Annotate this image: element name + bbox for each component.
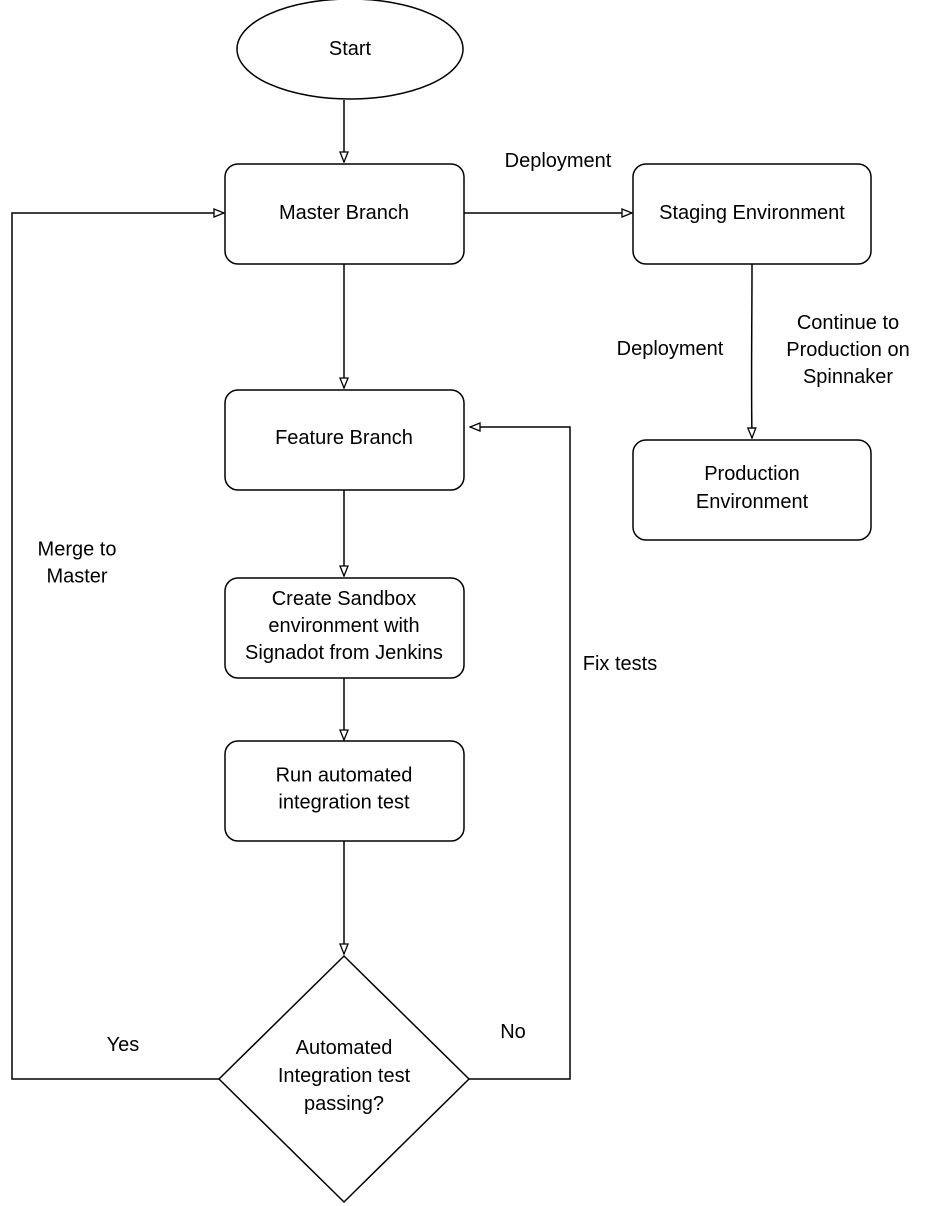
- create-sandbox-label-line: environment with: [268, 615, 419, 637]
- deployment-to-staging-label: Deployment: [505, 150, 612, 172]
- decision-label-line: Integration test: [278, 1065, 411, 1087]
- decision-label-line: Automated: [296, 1037, 393, 1059]
- run-tests-label-line: integration test: [278, 792, 410, 814]
- shapes: [217, 0, 872, 1204]
- continue-to-production-label-line: Production on: [786, 339, 909, 361]
- node-labels: Start Master Branch Staging Environment …: [245, 38, 845, 1115]
- continue-to-production-label: Continue to Production on Spinnaker: [786, 312, 909, 388]
- start-node: [236, 0, 464, 100]
- run-tests-label: Run automated integration test: [276, 765, 413, 814]
- master-branch-label-line: Master Branch: [279, 202, 409, 224]
- merge-to-master-label-line: Master: [46, 566, 107, 588]
- no-label-line: No: [500, 1021, 526, 1043]
- start-label-line: Start: [329, 38, 372, 60]
- deployment-to-staging-label-line: Deployment: [505, 150, 612, 172]
- continue-to-production-label-line: Spinnaker: [803, 366, 893, 388]
- production-environment-label-line: Environment: [696, 491, 809, 513]
- fix-tests-label: Fix tests: [583, 653, 657, 675]
- deployment-from-master-label-line: Deployment: [617, 338, 724, 360]
- create-sandbox-label-line: Signadot from Jenkins: [245, 642, 443, 664]
- edge-yes-merge-to-master: [11, 213, 224, 1080]
- deployment-from-master-label: Deployment: [617, 338, 724, 360]
- production-environment-node: [632, 439, 872, 541]
- create-sandbox-label-line: Create Sandbox: [272, 588, 417, 610]
- decision-node: [217, 954, 471, 1204]
- decision-label-line: passing?: [304, 1093, 384, 1115]
- run-tests-node: [224, 740, 465, 842]
- fix-tests-label-line: Fix tests: [583, 653, 657, 675]
- connectors: [11, 100, 752, 1080]
- master-branch-label: Master Branch: [279, 202, 409, 224]
- feature-branch-label: Feature Branch: [275, 427, 413, 449]
- merge-to-master-label: Merge to Master: [38, 539, 117, 588]
- feature-branch-label-line: Feature Branch: [275, 427, 413, 449]
- staging-environment-node: [632, 163, 872, 265]
- merge-to-master-label-line: Merge to: [38, 539, 117, 561]
- staging-environment-label-line: Staging Environment: [659, 202, 845, 224]
- production-environment-label-line: Production: [704, 463, 800, 485]
- run-tests-label-line: Run automated: [276, 765, 413, 787]
- continue-to-production-label-line: Continue to: [797, 312, 899, 334]
- yes-label: Yes: [107, 1034, 140, 1056]
- staging-environment-label: Staging Environment: [659, 202, 845, 224]
- start-label: Start: [329, 38, 372, 60]
- create-sandbox-node: [224, 577, 465, 679]
- edge-labels: Deployment Deployment Continue to Product…: [38, 150, 910, 1056]
- edge-no-fix-tests: [469, 427, 571, 1080]
- master-branch-node: [224, 163, 465, 265]
- no-label: No: [500, 1021, 526, 1043]
- feature-branch-node: [224, 389, 465, 491]
- yes-label-line: Yes: [107, 1034, 140, 1056]
